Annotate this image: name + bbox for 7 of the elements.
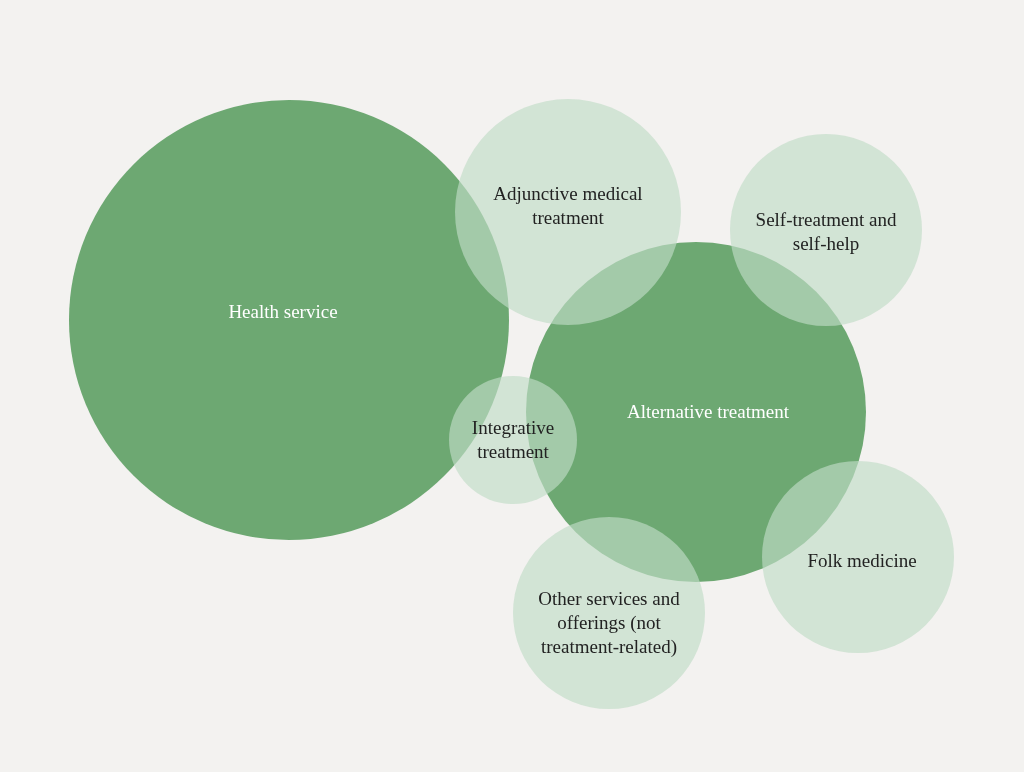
circle-label: Health service <box>227 300 339 324</box>
circle-label: Self-treatment and self-help <box>754 208 898 256</box>
circle-label: Other services and offerings (not treatment-related) <box>537 587 681 659</box>
circle-label: Alternative treatment <box>626 400 790 424</box>
circle-label: Adjunctive medical treatment <box>492 182 644 230</box>
circle-label: Integrative treatment <box>470 416 556 464</box>
circle-label: Folk medicine <box>806 549 918 573</box>
